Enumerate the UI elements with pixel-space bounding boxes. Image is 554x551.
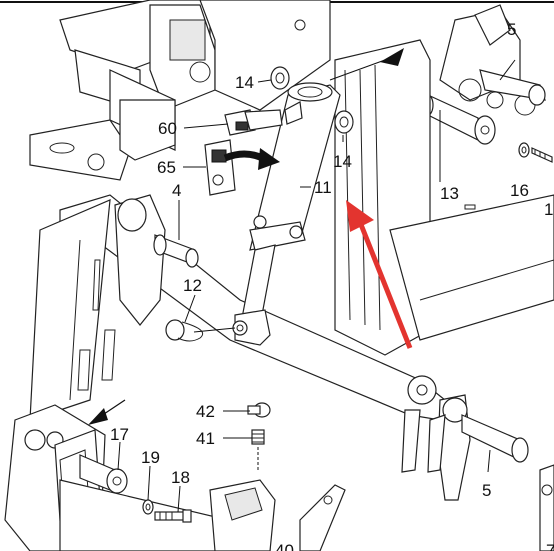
callout-60: 60: [158, 119, 177, 138]
callout-18: 18: [171, 468, 190, 487]
spring-41: [251, 429, 265, 445]
callout-5-bottom: 5: [482, 481, 491, 500]
callout-5-top: 5: [507, 20, 516, 39]
callout-7-partial: 7: [546, 541, 554, 551]
hydraulic-cylinder-11: [232, 82, 341, 346]
callout-41: 41: [196, 429, 215, 448]
red-highlight-arrow: [346, 200, 413, 349]
callout-42: 42: [196, 402, 215, 421]
callout-4: 4: [172, 181, 181, 200]
callout-13: 13: [440, 184, 459, 203]
arrow-top-right: [329, 48, 404, 81]
bolt-18: [154, 509, 192, 523]
washer-14-right: [334, 110, 354, 134]
lower-left-mount: [4, 404, 276, 551]
callout-labels: 5 14 60 14 65 4 11 13 16 1 12 42 41 17 1…: [110, 20, 554, 551]
washer-14-top: [270, 66, 290, 90]
pivot-bracket-4: [114, 194, 199, 326]
fitting-42: [247, 402, 271, 418]
callout-16: 16: [510, 181, 529, 200]
callout-40: 40: [275, 541, 294, 551]
lower-right-edge-part: [539, 464, 554, 551]
curved-arrow-65: [223, 148, 280, 170]
callout-1-partial: 1: [544, 200, 553, 219]
callout-11: 11: [314, 178, 332, 197]
bolt-1x: [531, 147, 553, 163]
callout-12: 12: [183, 276, 202, 295]
valve-65: [204, 139, 236, 196]
washer-16: [518, 142, 530, 158]
washer-19: [142, 499, 154, 515]
callout-14-right: 14: [333, 152, 352, 171]
valve-60: [224, 109, 283, 136]
callout-14-top: 14: [235, 73, 254, 92]
leader-lines: [117, 59, 516, 513]
arrow-lower-left: [88, 399, 126, 425]
lower-center-bracket: [299, 484, 346, 551]
callout-65: 65: [157, 158, 176, 177]
callout-17: 17: [110, 425, 129, 444]
bushing-17: [79, 454, 128, 494]
upper-frame: [29, 0, 331, 181]
side-frame: [334, 39, 554, 356]
shaft-13: [422, 94, 496, 145]
pin-12: [165, 319, 204, 342]
callout-19: 19: [141, 448, 160, 467]
lower-right-pivot-5: [427, 394, 529, 501]
upper-right-bracket: [439, 4, 546, 116]
